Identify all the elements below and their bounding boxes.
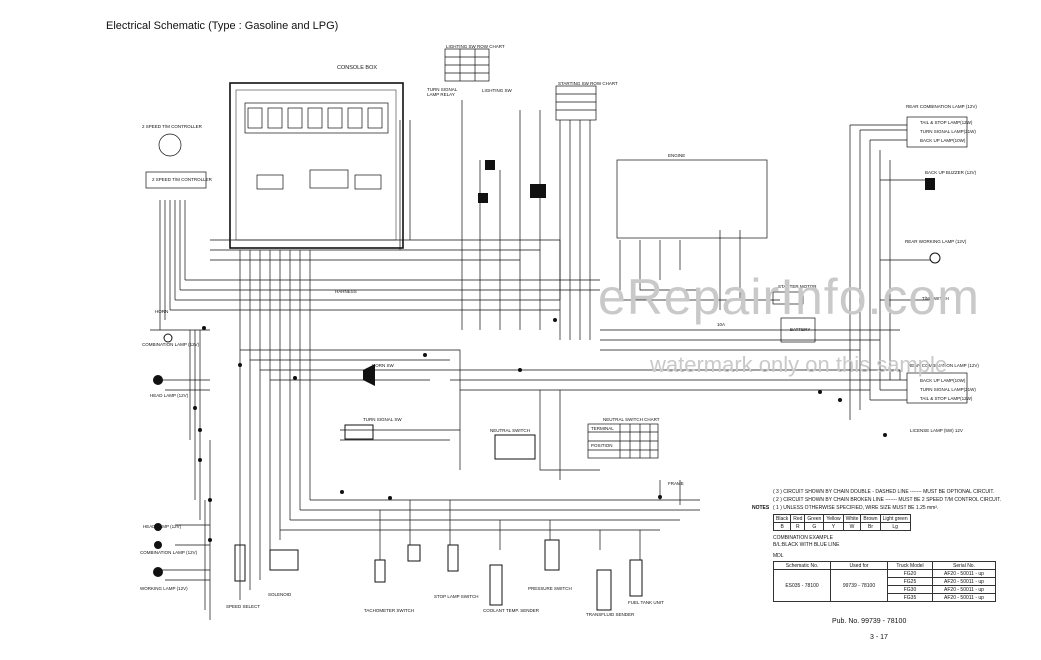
head-lamp-lh-label: HEAD LAMP (12V) (150, 393, 189, 398)
page-number: 3 - 17 (870, 634, 888, 641)
turn-signal-lamp-label: TURN SIGNAL LAMP(21W) (920, 129, 976, 134)
combination-lamp-rh-label: COMBINATION LAMP (12V) (140, 550, 198, 555)
battery-label: BATTERY (790, 327, 811, 332)
solenoid-label: SOLENOID (268, 592, 292, 597)
combination-example: COMBINATION EXAMPLE (773, 535, 833, 541)
notes-heading: NOTES (752, 505, 770, 511)
engine-box (616, 159, 768, 239)
engine-label: ENGINE (668, 153, 686, 158)
tail-stop-lamp-label: TAIL & STOP LAMP(12W) (920, 120, 973, 125)
stop-lamp-sw-label: STOP LAMP SWITCH (434, 594, 479, 599)
serial-no: AF20 - 50011 - up (932, 577, 996, 586)
color-name: White (842, 514, 862, 523)
starter-motor (772, 291, 804, 305)
starter-motor-label: STARTER MOTOR (778, 284, 817, 289)
speed-controller-label: 2 SPEED T/M CONTROLLER (142, 124, 202, 129)
hour-meter (309, 169, 349, 189)
neutral-chart-terminal: TERMINAL (591, 426, 614, 431)
rear-combination-lamp-box-rh (906, 372, 968, 404)
used-for: 99739 - 78100 (830, 569, 888, 602)
model-header: Schematic No. (773, 561, 831, 570)
watermark-sub: watermark only on this sample (650, 352, 948, 377)
gauge-row (244, 102, 389, 134)
console-box-label: CONSOLE BOX (337, 65, 378, 71)
color-code: Lg (879, 522, 911, 531)
rear-working-lamp-label: REAR WORKING LAMP (12V) (905, 239, 967, 244)
truck-model: FG30 (887, 585, 933, 594)
color-name: Light green (879, 514, 911, 523)
note-2: ( 2 ) CIRCUIT SHOWN BY CHAIN BROKEN LINE… (773, 497, 1002, 503)
truck-model: FG20 (887, 569, 933, 578)
speed-select-label: SPEED SELECT (226, 604, 261, 609)
combination-lamp-lh-label: COMBINATION LAMP (12V) (142, 342, 200, 347)
oil-pressure-sender-label: PRESSURE SWITCH (528, 586, 572, 591)
color-name: Yellow (823, 514, 844, 523)
model-header: Serial No. (932, 561, 996, 570)
speed-controller-box-label: 2 SPEED T/M CONTROLLER (152, 177, 212, 182)
turn-signal-relay-label: TURN SIGNAL LAMP RELAY (427, 87, 458, 97)
rear-combination-lamp-lh-label: REAR COMBINATION LAMP (12V) (906, 104, 977, 109)
color-code-table: Black Red Green Yellow White Brown Light… (772, 514, 911, 531)
license-lamp-label: LICENSE LAMP (5W) 12V (910, 428, 963, 433)
starting-sw-chart (555, 85, 597, 121)
tm-switch-label: T/M SWITCH (922, 296, 949, 301)
color-name: Brown (860, 514, 881, 523)
rear-combination-lamp-box-lh (906, 116, 968, 148)
harness-label: HARNESS (335, 289, 357, 294)
speed-controller-dial (158, 133, 182, 157)
rear-turn-signal-lamp-label: TURN SIGNAL LAMP(21W) (920, 387, 976, 392)
truck-model: FG25 (887, 577, 933, 586)
serial-no: AF20 - 50011 - up (932, 569, 996, 578)
page-title: Electrical Schematic (Type : Gasoline an… (106, 20, 339, 32)
note-3: ( 3 ) CIRCUIT SHOWN BY CHAIN DOUBLE - DA… (773, 489, 995, 495)
lighting-sw-chart-label: LIGHTING SW ROW CHART (446, 44, 505, 49)
color-code: B (772, 522, 792, 531)
horn-sw-label: HORN SW (372, 363, 394, 368)
color-name: Red (790, 514, 806, 523)
schematic-no: ES035 - 78100 (773, 569, 831, 602)
tachometer-sw-label: TACHOMETER SWITCH (364, 608, 415, 613)
color-code: W (842, 522, 862, 531)
speed-controller-box (145, 171, 207, 189)
color-code: R (790, 522, 806, 531)
serial-no: AF20 - 50011 - up (932, 585, 996, 594)
back-up-buzzer-label: BACK UP BUZZER (12V) (925, 170, 977, 175)
trans-fluid-sender-label: TRANSFLUID SENDER (586, 612, 635, 617)
color-code: G (804, 522, 825, 531)
coolant-sender-label: COOLANT TEMP. SENDER (483, 608, 540, 613)
pub-number: Pub. No. 99739 - 78100 (832, 618, 907, 625)
neutral-switch-chart-label: NEUTRAL SWITCH CHART (603, 417, 660, 422)
color-name: Green (804, 514, 825, 523)
rear-combination-lamp-rh-label: REAR COMBINATION LAMP (12V) (908, 363, 979, 368)
model-header: Used for (830, 561, 888, 570)
turn-signal-sw-label: TURN SIGNAL SW (363, 417, 402, 422)
rear-back-up-lamp-label: BACK UP LAMP(10W) (920, 378, 966, 383)
color-code: Y (823, 522, 844, 531)
frame-label: FRAME (668, 481, 684, 486)
neutral-chart-position: POSITION (591, 443, 613, 448)
watermark-main: eRepairInfo.com (598, 269, 980, 325)
rear-tail-stop-lamp-label: TAIL & STOP LAMP(12W) (920, 396, 973, 401)
fuel-tank-unit-label: FUEL TANK UNIT (628, 600, 664, 605)
starting-sw-chart-label: STARTING SW ROW CHART (558, 81, 618, 86)
neutral-switch-label: NEUTRAL SWITCH (490, 428, 530, 433)
lighting-sw-label: LIGHTING SW (482, 88, 512, 93)
console-box-outline (229, 82, 404, 249)
back-up-lamp-label: BACK UP LAMP(10W) (920, 138, 966, 143)
model-header: Truck Model (887, 561, 933, 570)
fuse-label: 10A (717, 322, 726, 327)
console-inner-panel (235, 89, 397, 241)
working-lamp-label: WORKING LAMP (12V) (140, 586, 188, 591)
horn-label: HORN (155, 309, 169, 314)
head-lamp-rh-label: HEAD LAMP (12V) (143, 524, 182, 529)
combination-desc: B/L:BLACK WITH BLUE LINE (773, 542, 840, 548)
model-table: Schematic No. Used for Truck Model Seria… (773, 561, 996, 602)
truck-model: FG35 (887, 593, 933, 602)
color-name: Black (772, 514, 792, 523)
serial-no: AF20 - 50011 - up (932, 593, 996, 602)
color-code: Br (860, 522, 881, 531)
mdl-label: MDL (773, 553, 784, 559)
note-1: ( 1 ) UNLESS OTHERWISE SPECIFIED, WIRE S… (773, 505, 939, 511)
